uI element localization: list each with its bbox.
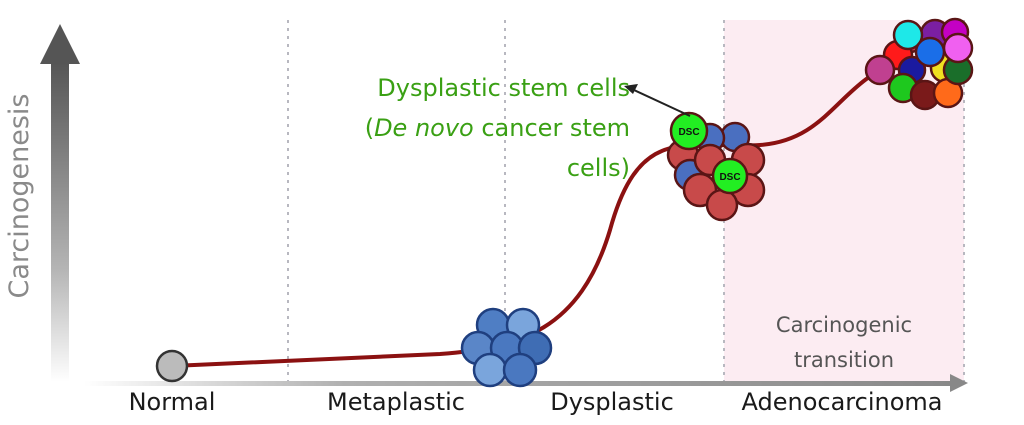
annotation-italic: De novo xyxy=(374,114,474,142)
metaplastic-cluster xyxy=(460,307,553,388)
annotation-arrow xyxy=(624,84,691,117)
stem-cell-upper-label: DSC xyxy=(678,127,699,138)
stem-cell-lower-label: DSC xyxy=(719,172,740,183)
annotation-line-2: (De novo cancer stem cells) xyxy=(300,108,630,188)
stage-metaplastic: Metaplastic xyxy=(327,388,465,416)
stage-dysplastic: Dysplastic xyxy=(550,388,674,416)
transition-label: Carcinogenic transition xyxy=(724,308,964,378)
transition-line-2: transition xyxy=(793,348,895,372)
y-axis-label: Carcinogenesis xyxy=(4,93,35,299)
annotation-line-1: Dysplastic stem cells xyxy=(377,74,630,102)
stem-cell-annotation: Dysplastic stem cells (De novo cancer st… xyxy=(300,68,630,188)
y-axis-arrow xyxy=(40,24,80,382)
annotation-rest: cancer stem cells) xyxy=(473,114,630,182)
transition-line-1: Carcinogenic xyxy=(775,313,913,337)
stem-cell-lower: DSC xyxy=(711,157,749,195)
normal-cell xyxy=(155,349,189,383)
annotation-open-paren: ( xyxy=(364,114,375,142)
stage-adenocarcinoma: Adenocarcinoma xyxy=(741,388,943,416)
stem-cell-upper: DSC xyxy=(669,111,709,151)
stage-normal: Normal xyxy=(128,388,216,416)
adenocarcinoma-cluster xyxy=(864,17,974,111)
